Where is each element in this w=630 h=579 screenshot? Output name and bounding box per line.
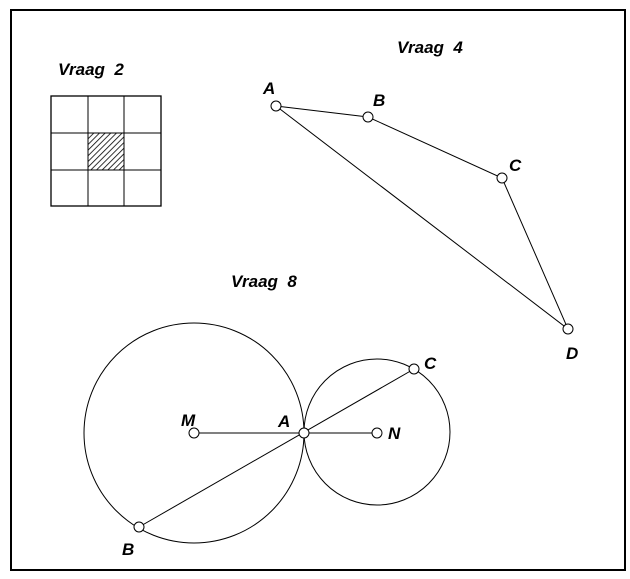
point-b-circle-label: B bbox=[122, 540, 134, 559]
point-b-label: B bbox=[373, 91, 385, 110]
point-b bbox=[362, 111, 374, 123]
shaded-cell bbox=[88, 133, 124, 170]
question-2-figure: Vraag 2 bbox=[50, 60, 162, 207]
point-c-circle bbox=[408, 363, 420, 375]
point-c-circle-label: C bbox=[424, 354, 437, 373]
point-m-label: M bbox=[181, 411, 196, 430]
point-d-label: D bbox=[566, 344, 578, 363]
point-d bbox=[562, 323, 574, 335]
point-a-label: A bbox=[262, 79, 275, 98]
grid-3x3 bbox=[50, 95, 162, 207]
point-a-tangent bbox=[298, 427, 310, 439]
point-c-label: C bbox=[509, 156, 522, 175]
point-b-circle bbox=[133, 521, 145, 533]
point-n bbox=[371, 427, 383, 439]
question-8-title: Vraag 8 bbox=[231, 272, 297, 291]
outer-frame bbox=[10, 9, 626, 571]
question-4-figure: Vraag 4 A B C D bbox=[262, 38, 578, 363]
question-8-figure: Vraag 8 M A N B C bbox=[83, 272, 451, 559]
segment-bc bbox=[138, 368, 415, 528]
point-m bbox=[188, 427, 200, 439]
question-4-title: Vraag 4 bbox=[397, 38, 463, 57]
point-c bbox=[496, 172, 508, 184]
point-a-tangent-label: A bbox=[277, 412, 290, 431]
quadrilateral-abcd bbox=[274, 105, 570, 331]
point-n-label: N bbox=[388, 424, 401, 443]
grid-border bbox=[50, 95, 162, 207]
question-2-title: Vraag 2 bbox=[58, 60, 124, 79]
point-a bbox=[270, 100, 282, 112]
